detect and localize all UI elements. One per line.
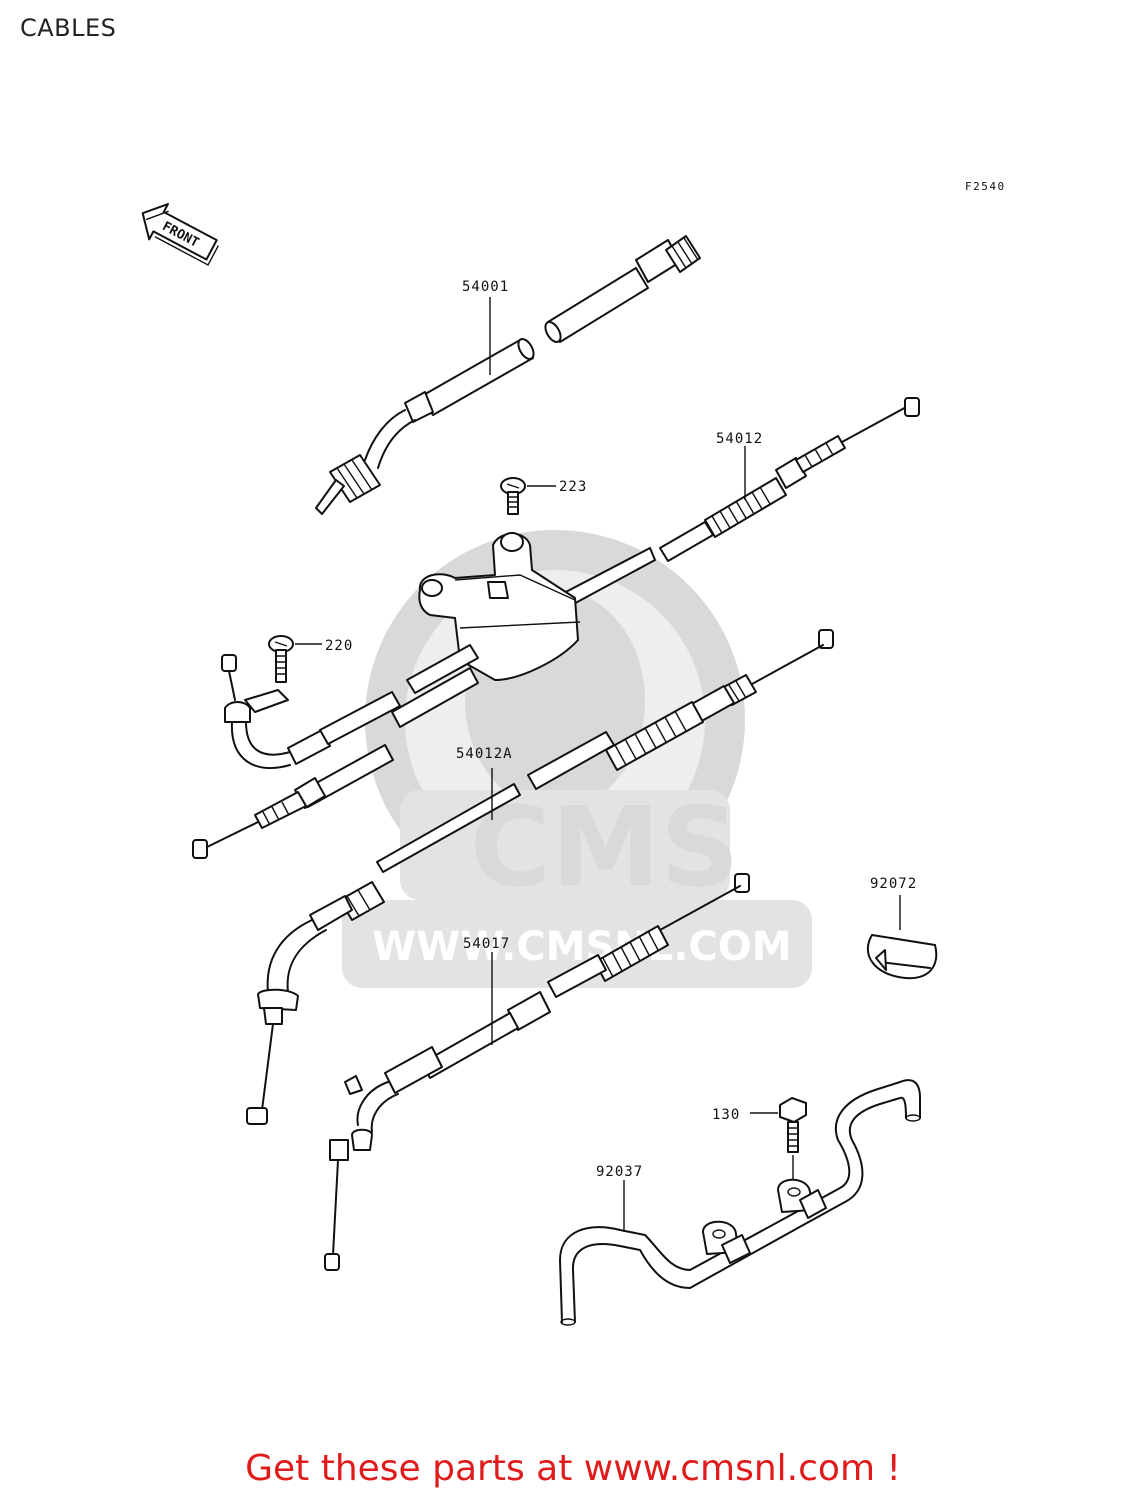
part-label-54017: 54017: [463, 936, 510, 952]
part-130: [750, 1097, 807, 1153]
cable-junction-housing: [391, 532, 656, 728]
left-choke-cable: [192, 654, 401, 859]
part-54012A: [246, 629, 834, 1125]
part-220: [268, 635, 322, 683]
part-label-54012A: 54012A: [456, 746, 513, 762]
part-54012: [659, 397, 920, 562]
reference-code: F2540: [965, 180, 1006, 193]
part-54001: [315, 235, 701, 515]
part-label-92072: 92072: [870, 876, 917, 892]
part-label-92037: 92037: [596, 1164, 643, 1180]
part-label-130: 130: [712, 1107, 740, 1123]
part-label-54012: 54012: [716, 431, 763, 447]
part-92072: [866, 895, 938, 980]
front-arrow-icon: FRONT: [141, 203, 219, 266]
page-title: CABLES: [20, 14, 117, 42]
part-54017: [324, 873, 750, 1271]
part-223: [500, 477, 556, 515]
part-label-223: 223: [559, 479, 587, 495]
part-label-220: 220: [325, 638, 353, 654]
watermark-logo: CMS: [470, 783, 739, 911]
watermark-url: WWW.CMSNL.COM: [372, 924, 792, 970]
footer-link[interactable]: Get these parts at www.cmsnl.com !: [245, 1448, 901, 1489]
part-92037: [559, 1079, 921, 1326]
part-label-54001: 54001: [462, 279, 509, 295]
